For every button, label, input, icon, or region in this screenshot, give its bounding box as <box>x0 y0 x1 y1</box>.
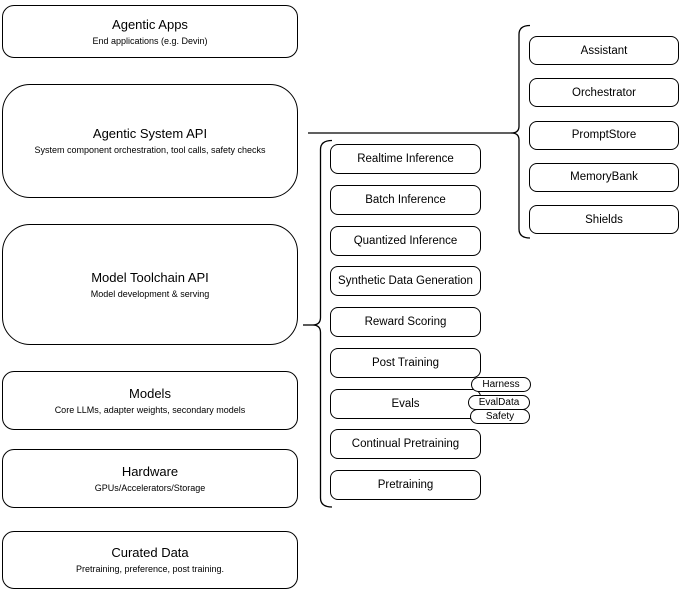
node-reward-scoring: Reward Scoring <box>330 307 481 337</box>
system-components-column: Assistant Orchestrator PromptStore Memor… <box>529 36 679 234</box>
node-realtime-inference: Realtime Inference <box>330 144 481 174</box>
node-subtitle: End applications (e.g. Devin) <box>92 35 208 46</box>
node-subtitle: Pretraining, preference, post training. <box>75 564 225 574</box>
node-assistant: Assistant <box>529 36 679 65</box>
node-title: Hardware <box>121 463 179 479</box>
node-title: Models <box>129 385 171 401</box>
node-agentic-system-api: Agentic System API System component orch… <box>2 84 298 198</box>
node-subtitle: Core LLMs, adapter weights, secondary mo… <box>54 404 246 415</box>
node-continual-pretraining: Continual Pretraining <box>330 429 481 460</box>
node-subtitle: System component orchestration, tool cal… <box>34 145 266 155</box>
node-subtitle: GPUs/Accelerators/Storage <box>94 482 206 493</box>
node-agentic-apps: Agentic Apps End applications (e.g. Devi… <box>2 5 298 58</box>
node-batch-inference: Batch Inference <box>330 184 481 215</box>
node-shields: Shields <box>529 205 679 234</box>
node-hardware: Hardware GPUs/Accelerators/Storage <box>2 449 298 508</box>
node-quantized-inference: Quantized Inference <box>330 225 481 256</box>
node-models: Models Core LLMs, adapter weights, secon… <box>2 371 298 430</box>
node-post-training: Post Training <box>330 347 481 378</box>
toolchain-column: Realtime Inference Batch Inference Quant… <box>330 144 481 500</box>
node-promptstore: PromptStore <box>529 120 679 150</box>
node-title: Agentic System API <box>92 126 208 141</box>
node-title: Agentic Apps <box>112 16 188 32</box>
tag-evaldata: EvalData <box>468 395 530 410</box>
tag-safety: Safety <box>470 409 530 424</box>
node-model-toolchain-api: Model Toolchain API Model development & … <box>2 224 298 345</box>
tag-harness: Harness <box>471 377 531 392</box>
node-subtitle: Model development & serving <box>90 288 210 299</box>
node-synthetic-data-generation: Synthetic Data Generation <box>330 266 481 297</box>
node-curated-data: Curated Data Pretraining, preference, po… <box>2 531 298 589</box>
node-pretraining: Pretraining <box>330 470 481 500</box>
components-brace <box>511 24 531 239</box>
node-orchestrator: Orchestrator <box>529 78 679 108</box>
node-title: Model Toolchain API <box>91 269 209 285</box>
node-memorybank: MemoryBank <box>529 162 679 192</box>
node-title: Curated Data <box>111 545 189 560</box>
node-evals: Evals <box>330 388 481 419</box>
